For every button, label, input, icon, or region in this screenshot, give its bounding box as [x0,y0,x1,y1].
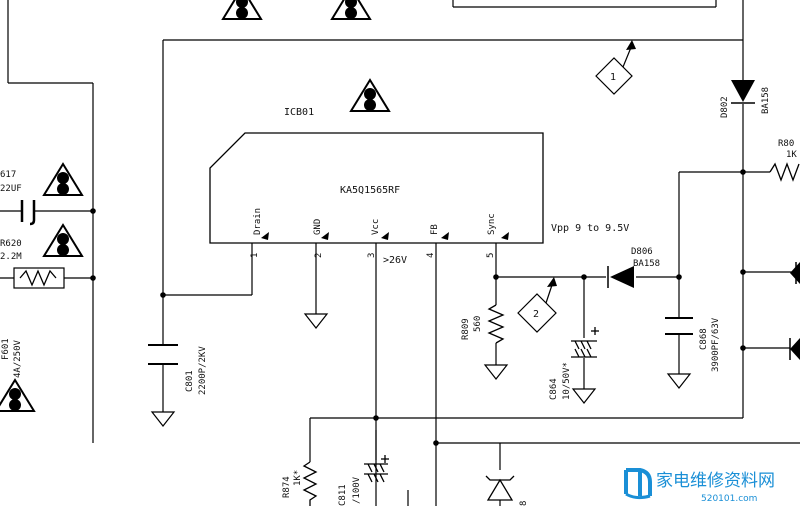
diode-right-lower [789,338,800,360]
capacitor-c801: C801 2200P/2KV [148,344,208,395]
watermark-cn-text: 家电维修资料网 [656,471,775,491]
marker-1-label: 1 [610,72,616,83]
capacitor-c868: C868 3900PF/63V [665,317,721,372]
ic-pin-gnd: GND 2 [313,219,329,258]
junction-dots [90,169,746,446]
c868-value: 3900PF/63V [711,317,721,372]
capacitor-c811: C811 /100V [338,455,389,506]
r874-value: 1K* [293,470,303,486]
c811-value: /100V [352,476,362,504]
test-point-2-marker: 2 [517,277,557,333]
ground-icon [304,313,328,329]
ground-icon [484,364,508,380]
r809-ref: R809 [461,318,471,340]
ic-pin-sync: Sync 5 [486,213,509,258]
warning-icon [43,163,83,196]
r809-value: 560 [473,316,483,332]
ic-body: ICB01 KA5Q1565RF Drain 1 GND 2 Vcc 3 FB … [209,107,544,258]
r80-ref: R80 [778,139,794,149]
pin-num-4: 4 [426,253,436,258]
watermark-url-text: 520101.com [701,494,757,504]
r874-ref: R874 [282,476,292,498]
pin-name-gnd: GND [313,219,323,235]
warning-icon [43,224,83,257]
ground-icon [667,373,691,389]
c811-ref: C811 [338,484,348,506]
fuse-f601: F601 4A/250V [1,338,23,378]
pin-name-sync: Sync [487,213,497,235]
c617-ref: 617 [0,170,16,180]
c864-value: 10/50V* [562,362,572,400]
resistor-r80: R80 1K [769,139,800,182]
d8x-ref: 8 [519,501,529,506]
c868-ref: C868 [699,328,709,350]
ic-pin-fb: FB 4 [426,224,449,258]
ground-icon [572,388,596,404]
ground-icon [151,411,175,427]
diode-d802: D802 BA158 [720,80,771,118]
c801-ref: C801 [185,370,195,392]
warning-icon [331,0,371,20]
pin-num-5: 5 [486,253,496,258]
warning-icon [350,79,390,112]
pin-name-vcc: Vcc [371,219,381,235]
r620-value: 2.2M [0,252,22,262]
r80-value: 1K [786,150,797,160]
f601-value: 4A/250V [13,339,23,378]
watermark-logo-icon [624,468,652,500]
ic-ref: ICB01 [284,107,314,118]
pin-num-3: 3 [367,253,377,258]
site-watermark: 家电维修资料网 520101.com [624,468,775,504]
c864-ref: C864 [549,378,559,400]
resistor-r620: R620 2.2M [0,239,65,289]
pin-num-1: 1 [250,253,260,258]
r620-ref: R620 [0,239,22,249]
resistor-r809: R809 560 [461,304,505,344]
diode-d806: D806 BA158 [607,247,660,288]
test-point-1-marker: 1 [595,40,636,95]
zener-diode: 8 [485,475,529,506]
d806-value: BA158 [633,259,660,269]
vcc-note: >26V [383,255,407,266]
ic-pin-drain: Drain 1 [250,208,269,258]
pin-name-drain: Drain [253,208,263,235]
d802-value: BA158 [761,87,771,114]
c617-value: 22UF [0,184,22,194]
warning-icon [222,0,262,20]
pin-num-2: 2 [314,253,324,258]
d806-ref: D806 [631,247,653,257]
resistor-r874: R874 1K* [282,461,318,506]
c801-value: 2200P/2KV [198,346,208,395]
marker-2-label: 2 [533,309,539,320]
ic-part: KA5Q1565RF [340,185,400,196]
d802-ref: D802 [720,96,730,118]
vpp-note: Vpp 9 to 9.5V [551,223,629,234]
pin-name-fb: FB [430,224,440,235]
capacitor-c864: C864 10/50V* [549,327,599,400]
diode-right-upper [790,262,800,284]
capacitor-617: 617 22UF [0,170,64,226]
f601-ref: F601 [1,338,11,360]
ic-pin-vcc: Vcc 3 [367,219,389,258]
warning-icon [0,379,35,412]
